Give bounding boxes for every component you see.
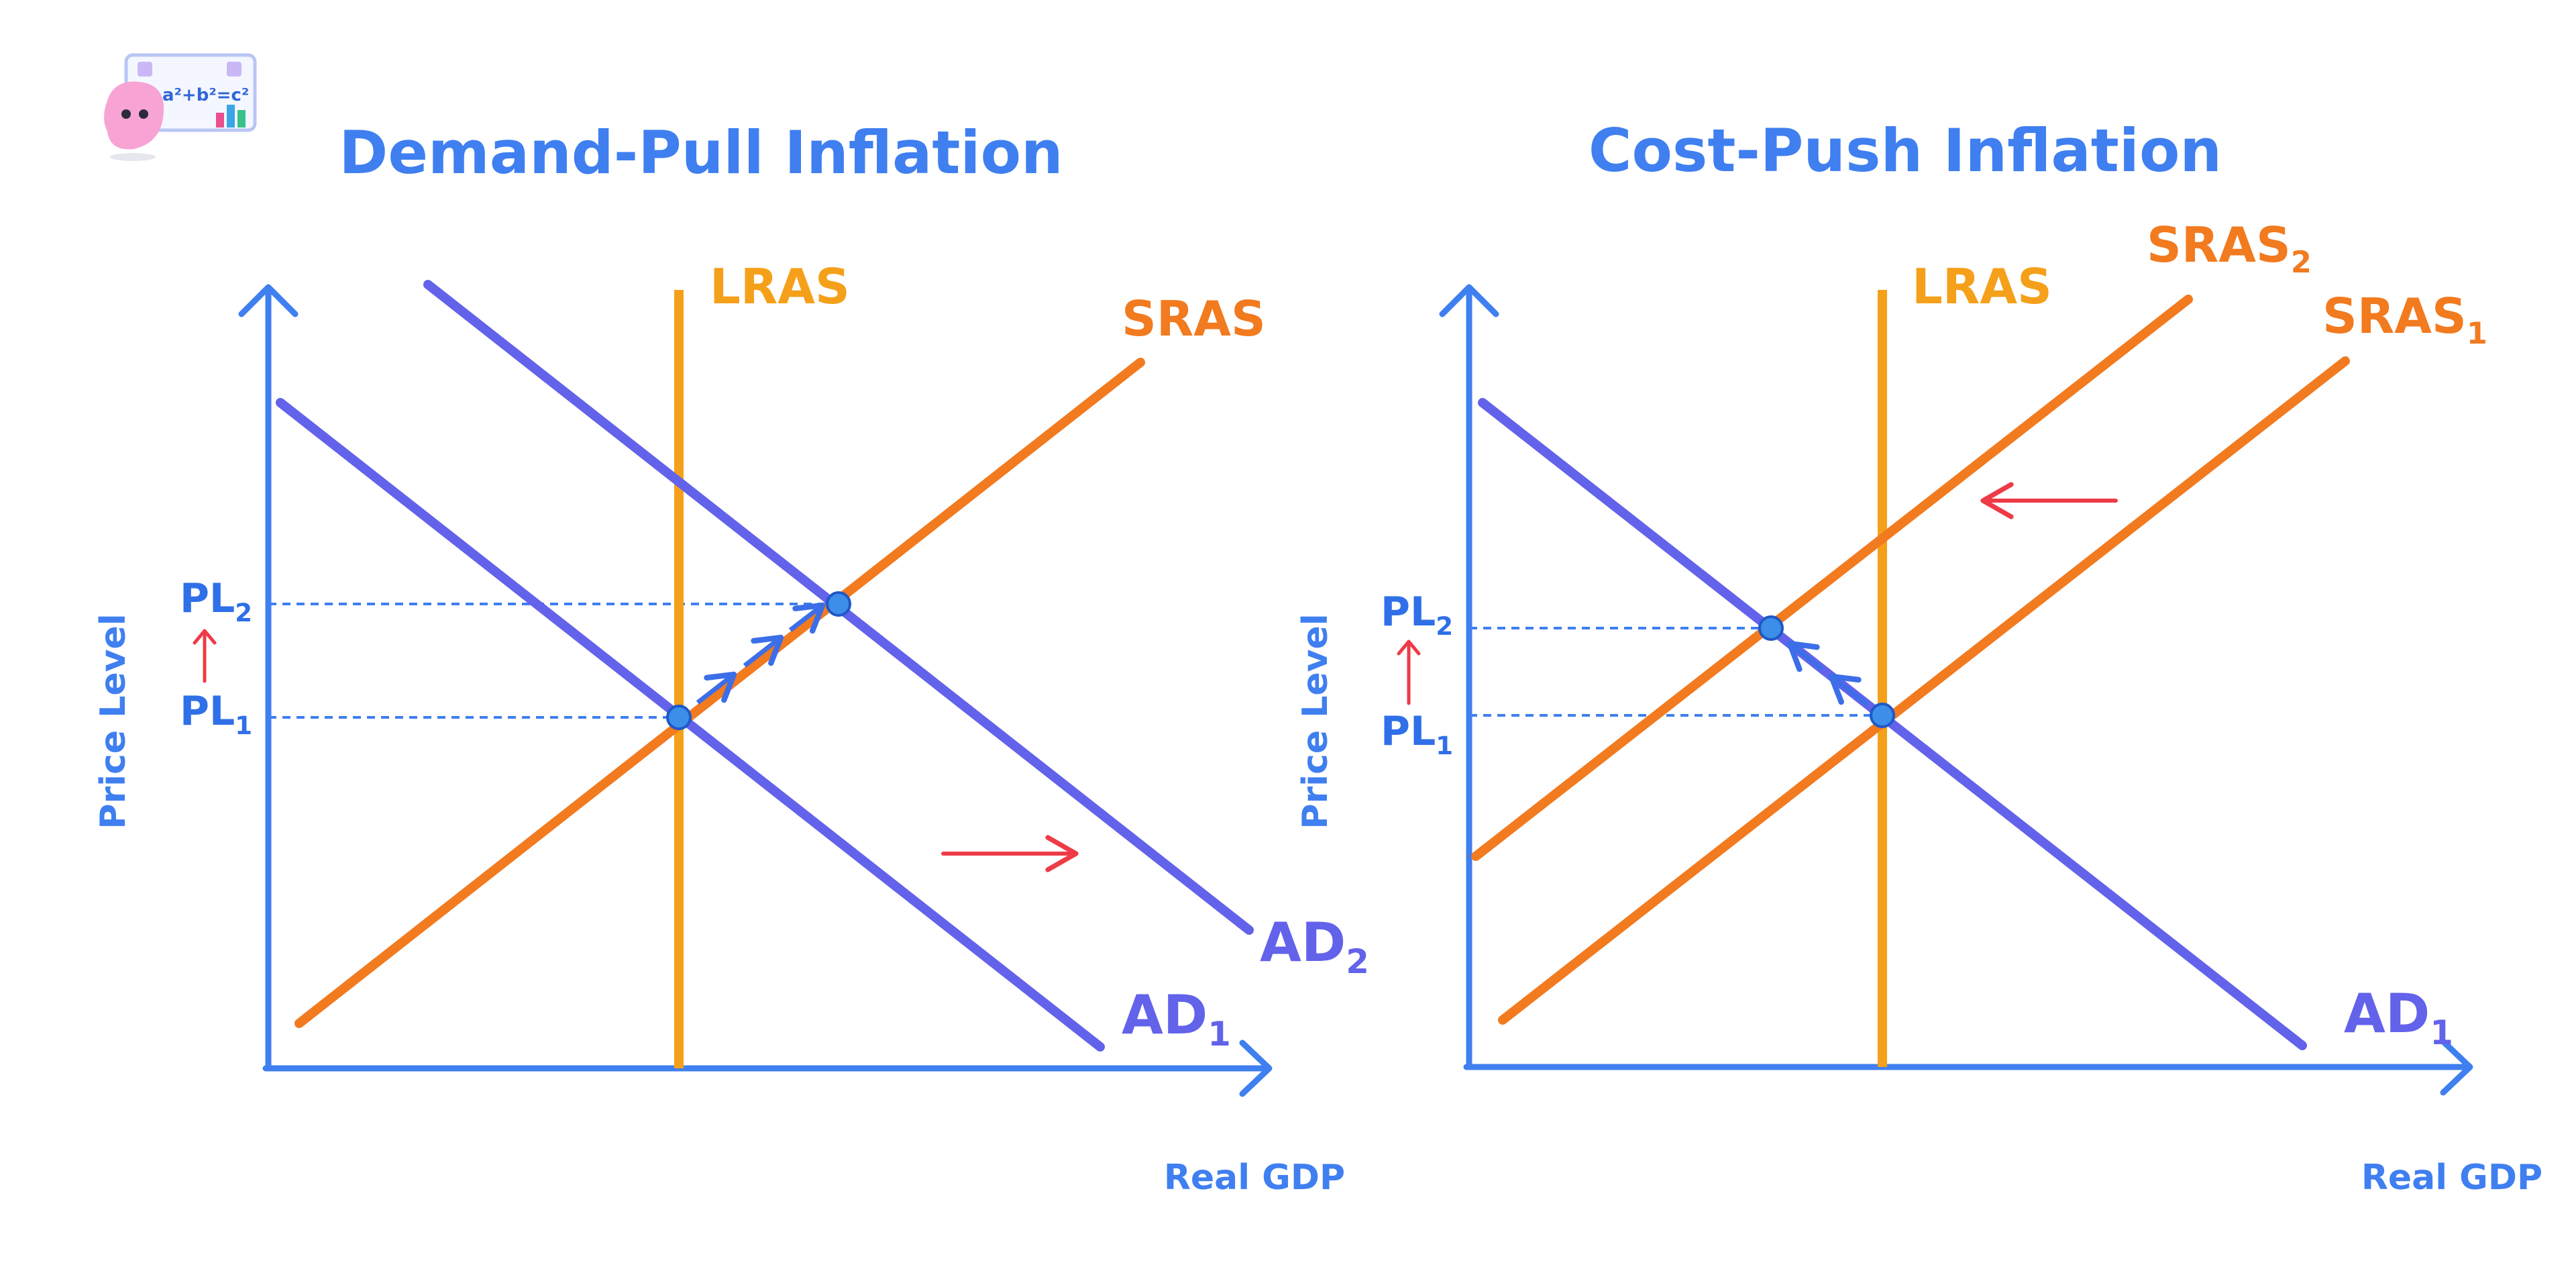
left-pl1-label: PL1 (180, 688, 252, 740)
right-diagram-title: Cost-Push Inflation (1589, 116, 2222, 185)
right-ad1-curve (1478, 398, 2307, 1050)
logo-note-icon (138, 62, 152, 77)
right-sras1-curve (1498, 356, 2350, 1025)
right-x-axis-arrowhead (2440, 1038, 2473, 1096)
logo-formula: a²+b²=c² (162, 85, 249, 105)
logo-bar-icon (227, 105, 235, 128)
right-lras-label: LRAS (1912, 258, 2052, 315)
logo-note-icon (227, 62, 241, 77)
left-pl2-label: PL2 (180, 575, 252, 627)
left-ad1-label: AD1 (1122, 984, 1231, 1054)
right-equilibrium-point-1 (1870, 703, 1895, 728)
right-diagram: Cost-Push Inflation Price Level Real GDP… (1295, 116, 2542, 1198)
right-y-axis-arrowhead (1439, 284, 1499, 317)
logo-shadow (110, 153, 156, 161)
left-x-axis-label: Real GDP (1164, 1158, 1345, 1198)
right-sras1-label: SRAS1 (2322, 288, 2487, 351)
left-lras-label: LRAS (710, 258, 850, 315)
left-y-axis-arrowhead (238, 284, 299, 317)
logo-bar-icon (216, 113, 224, 128)
logo-bar-icon (237, 110, 246, 128)
left-sras-curve (294, 358, 1145, 1028)
logo: a²+b²=c² (104, 53, 257, 161)
left-diagram: Demand-Pull Inflation Price Level Real G… (93, 118, 1369, 1198)
right-pl2-label: PL2 (1381, 589, 1453, 641)
right-sras2-label: SRAS2 (2147, 217, 2312, 280)
left-ad1-curve (276, 398, 1105, 1052)
right-x-axis-label: Real GDP (2361, 1158, 2542, 1198)
left-equilibrium-point-2 (826, 591, 851, 617)
logo-mascot-icon (104, 81, 164, 150)
left-equilibrium-point-1 (666, 705, 692, 730)
right-pl1-label: PL1 (1381, 708, 1453, 760)
left-movement-arrow (696, 671, 737, 705)
left-movement-arrow (788, 602, 826, 634)
left-sras-label: SRAS (1122, 291, 1266, 347)
right-movement-arrow (1828, 673, 1870, 707)
left-movement-arrow (743, 634, 784, 668)
left-diagram-title: Demand-Pull Inflation (339, 118, 1063, 187)
right-sras2-curve (1471, 295, 2193, 861)
right-ad1-label: AD1 (2344, 982, 2453, 1052)
left-ad2-label: AD2 (1260, 911, 1369, 981)
left-y-axis-label: Price Level (93, 613, 133, 829)
right-y-axis-label: Price Level (1295, 613, 1336, 829)
left-x-axis-arrowhead (1239, 1039, 1273, 1097)
right-movement-arrow (1786, 640, 1824, 672)
right-equilibrium-point-2 (1758, 615, 1784, 641)
